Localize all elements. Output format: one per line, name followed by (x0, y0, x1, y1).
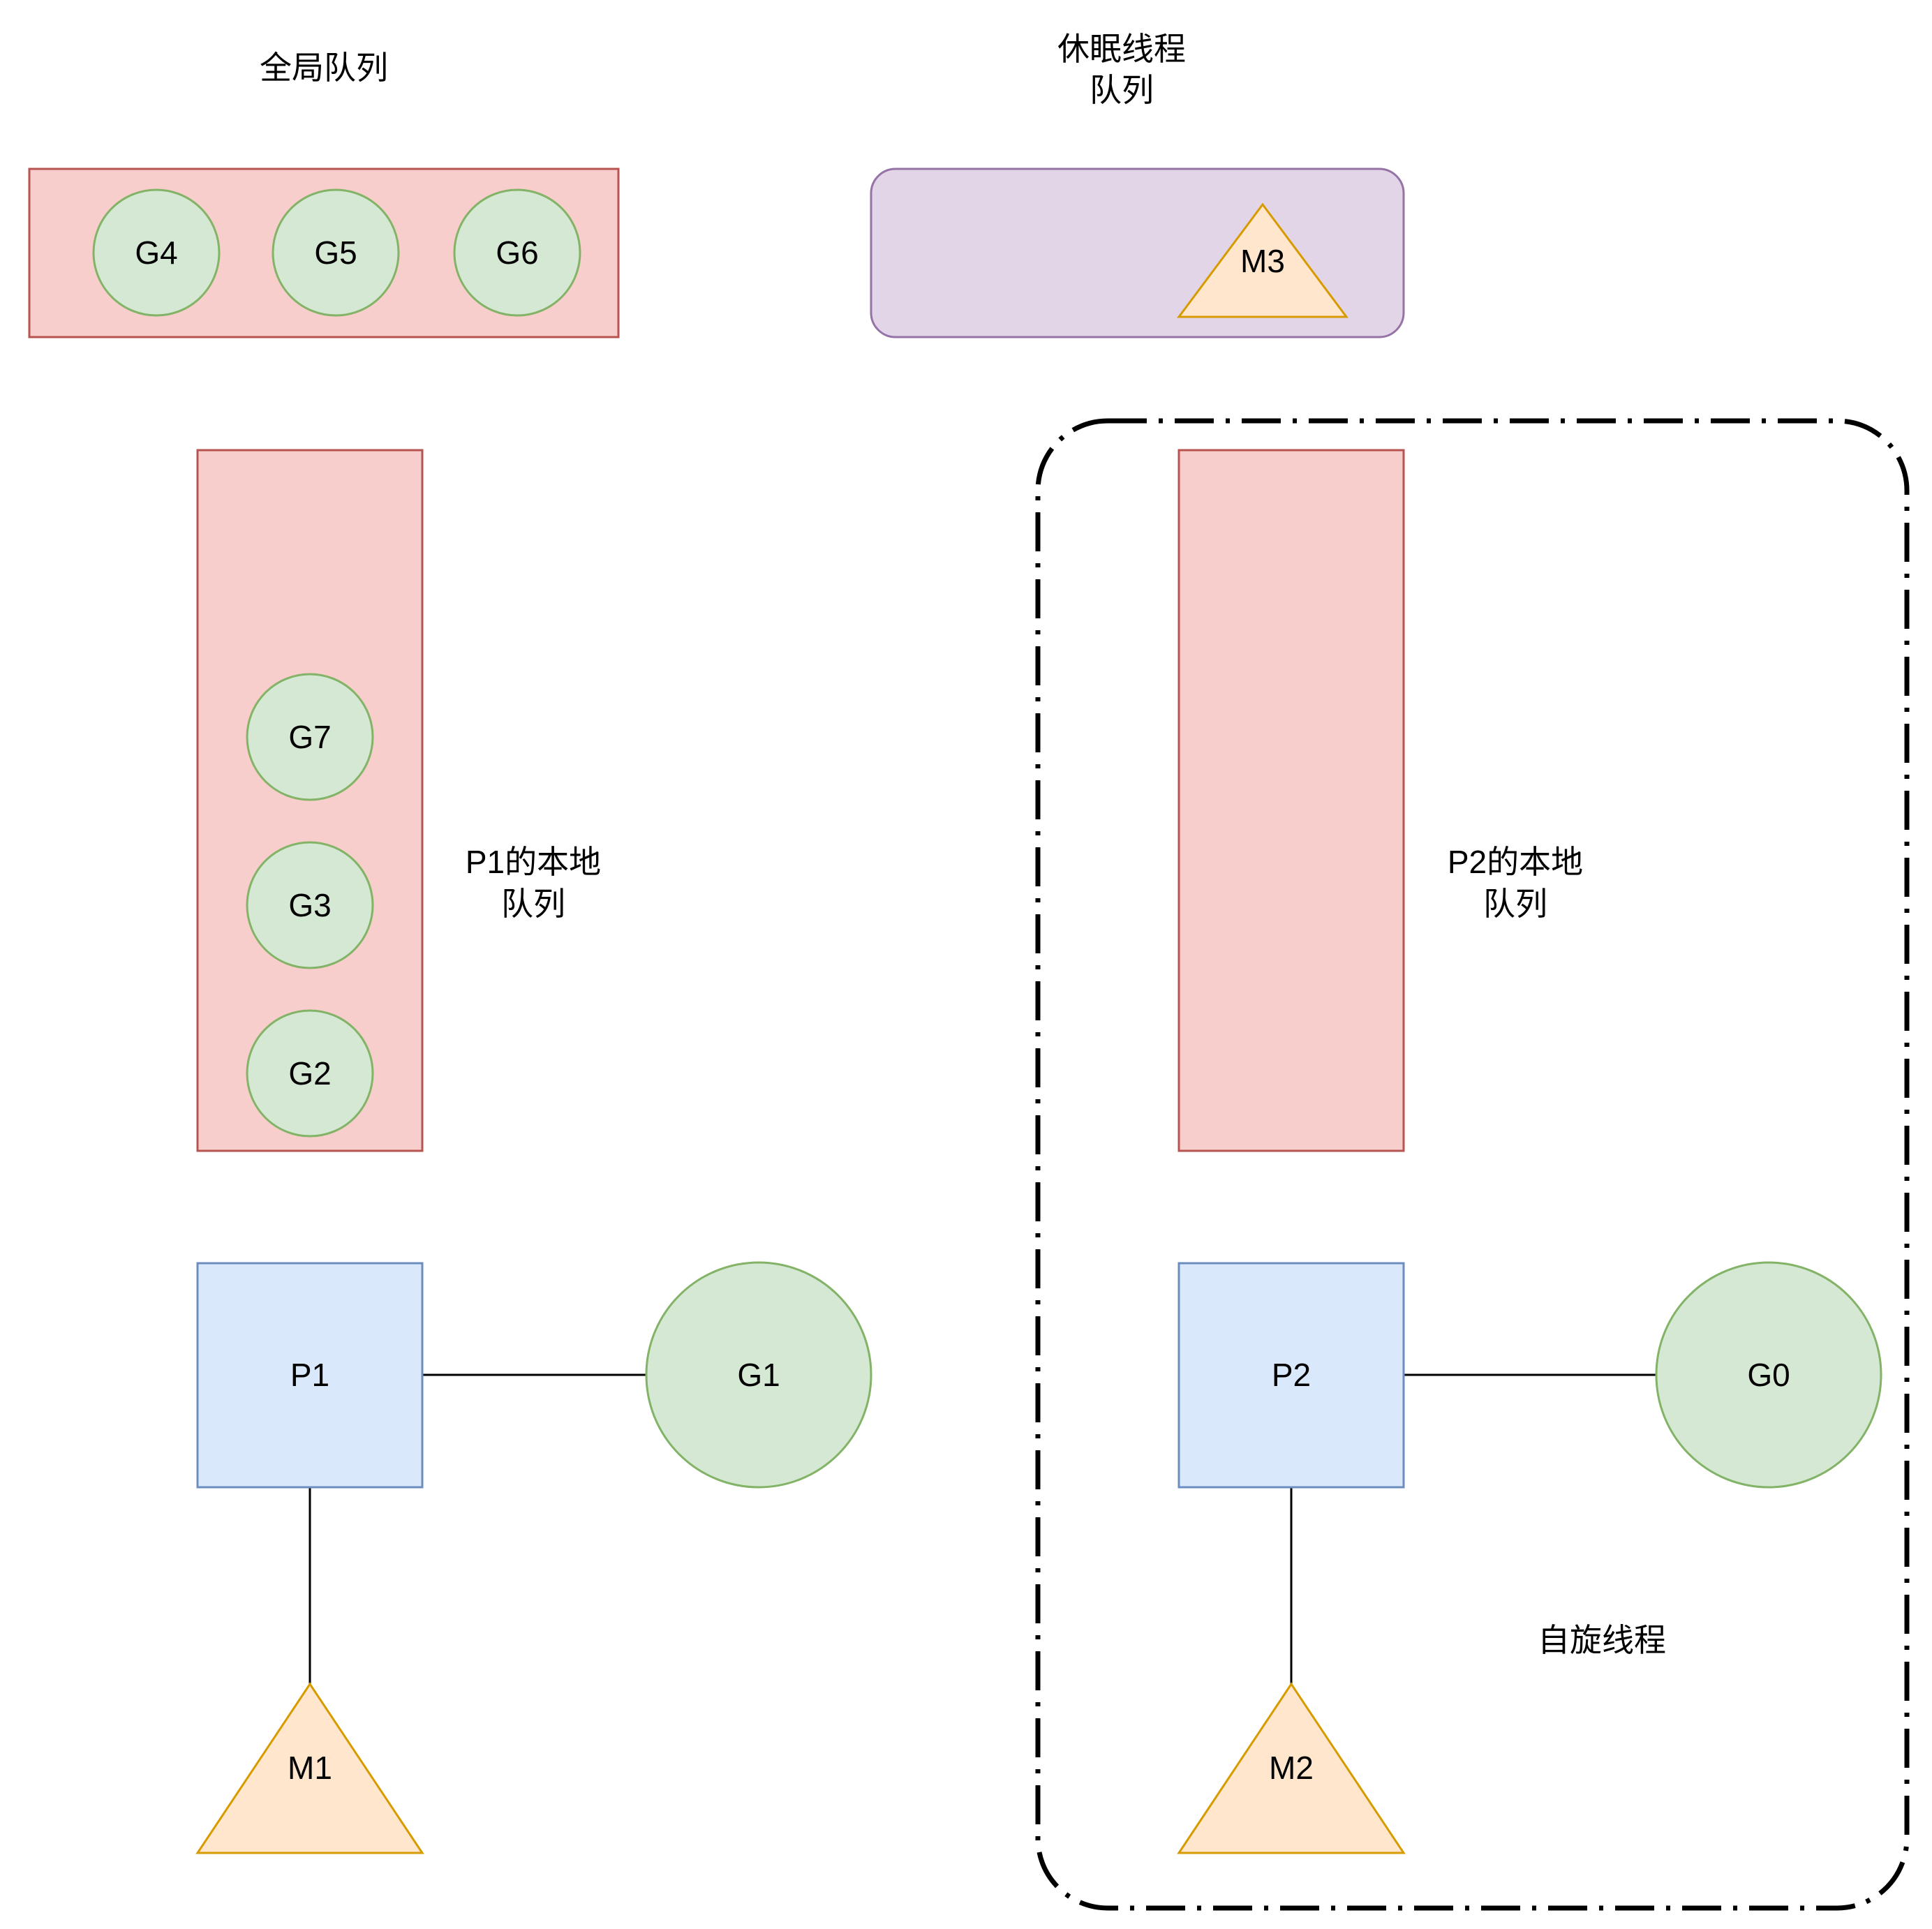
processor-p2 (1177, 1262, 1405, 1489)
p2-local-queue-box (1177, 449, 1405, 1152)
global-queue-label: 全局队列 (260, 50, 388, 86)
goroutine-g7-label: G7 (288, 719, 331, 755)
machine-m2-label: M2 (1269, 1750, 1314, 1786)
goroutine-g4-label: G4 (135, 234, 177, 271)
p2-local-queue-label-line2: 队列 (1483, 886, 1547, 922)
goroutine-g5-label: G5 (314, 234, 357, 271)
goroutine-g0 (1655, 1261, 1882, 1489)
sleep-queue-label-line2: 队列 (1090, 72, 1154, 108)
spinning-thread-label: 自旋线程 (1538, 1622, 1666, 1658)
p1-local-queue-label-line1: P1的本地 (466, 844, 601, 880)
goroutine-g6-label: G6 (496, 234, 538, 271)
machine-m3 (1177, 202, 1348, 318)
machine-m1-label: M1 (288, 1750, 332, 1786)
goroutine-g1 (645, 1261, 872, 1489)
goroutine-g2-label: G2 (288, 1055, 331, 1092)
goroutine-g6 (453, 188, 581, 317)
goroutine-g0-label: G0 (1747, 1357, 1790, 1393)
spinning-thread-region (1035, 418, 1910, 1911)
p1-local-queue-label-line2: 队列 (501, 886, 565, 922)
processor-p1 (196, 1262, 424, 1489)
goroutine-g1-label: G1 (737, 1357, 780, 1393)
goroutine-g3-label: G3 (288, 887, 331, 923)
processor-p1-label: P1 (290, 1357, 329, 1393)
goroutine-g3 (246, 841, 374, 969)
processor-p2-label: P2 (1272, 1357, 1311, 1393)
goroutine-g5 (272, 188, 400, 317)
machine-m1 (195, 1682, 424, 1854)
p2-local-queue-label-line1: P2的本地 (1448, 844, 1583, 880)
machine-m3-label: M3 (1240, 243, 1285, 279)
goroutine-g7 (246, 673, 374, 801)
goroutine-g2 (246, 1009, 374, 1138)
machine-m2 (1177, 1682, 1406, 1854)
sleep-queue-label-line1: 休眠线程 (1057, 31, 1186, 67)
goroutine-g4 (92, 188, 221, 317)
